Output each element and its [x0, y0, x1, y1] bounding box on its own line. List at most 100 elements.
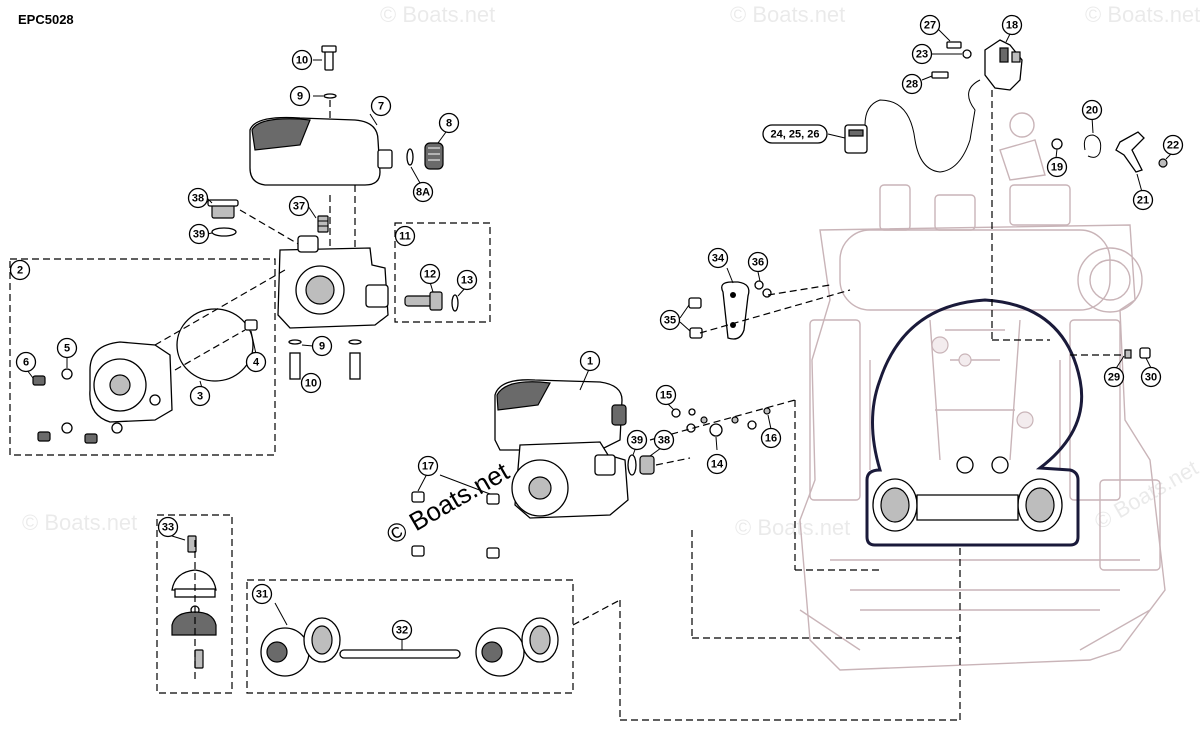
callout-6: 6 [15, 351, 37, 373]
callout-1: 1 [579, 350, 601, 372]
callout-8: 8 [438, 112, 460, 134]
part-38-plug-left [207, 199, 239, 219]
callout-label: 4 [253, 357, 260, 369]
part-14-15-16-seals [671, 407, 771, 437]
callout-label: 39 [631, 435, 643, 447]
callout-label: 13 [461, 275, 473, 287]
callout-label: 39 [193, 229, 205, 241]
callout-10: 10 [291, 49, 313, 71]
part-33-assembly [171, 535, 217, 680]
callout-label: 19 [1051, 162, 1063, 174]
callout-39: 39 [188, 223, 210, 245]
callout-label: 11 [399, 231, 411, 243]
watermark-left: © Boats.net [22, 510, 137, 535]
callout-15: 15 [655, 384, 677, 406]
diagram-code: EPC5028 [18, 12, 74, 27]
watermark-mid-right: © Boats.net [735, 515, 850, 540]
part-27-bolt [946, 41, 962, 49]
part-10-bolt-right [349, 352, 361, 380]
callout-label: 17 [422, 461, 434, 473]
callout-17: 17 [417, 455, 439, 477]
watermark-top-center: © Boats.net [380, 2, 495, 27]
detail-throttle-bodies [872, 319, 1063, 532]
callout-27: 27 [919, 14, 941, 36]
part-12-valve [404, 291, 443, 311]
callout-label: 22 [1167, 140, 1179, 152]
callout-label: 5 [64, 343, 70, 355]
part-5-washer-lower-2 [111, 422, 123, 434]
callout-20: 20 [1081, 99, 1103, 121]
detail-callout-outline [865, 298, 1084, 547]
callout-label: 34 [712, 253, 725, 265]
part-7-cover [249, 116, 393, 186]
callout-label: 2 [17, 265, 23, 277]
part-34-bracket [721, 281, 750, 340]
callout-8A: 8A [412, 181, 434, 203]
engine-block-background [799, 112, 1166, 671]
callout-label: 31 [256, 589, 268, 601]
part-30-nut [1139, 347, 1151, 359]
part-6-screw [32, 375, 46, 386]
callout-label: 37 [293, 201, 305, 213]
callout-2: 2 [9, 259, 31, 281]
part-23-clip [962, 49, 972, 59]
callout-23: 23 [911, 43, 933, 65]
callout-4: 4 [245, 351, 267, 373]
callout-label: 18 [1006, 20, 1018, 32]
part-pump-cover [89, 341, 173, 423]
callout-label: 10 [305, 378, 317, 390]
part-8A-o-ring [406, 148, 414, 166]
callout-38: 38 [187, 187, 209, 209]
callout-32: 32 [391, 619, 413, 641]
callout-21: 21 [1132, 189, 1154, 211]
part-39-seal-left [211, 227, 237, 237]
part-21-lever [1115, 131, 1145, 173]
callout-3: 3 [189, 385, 211, 407]
callout-28: 28 [901, 73, 923, 95]
callout-label: 16 [765, 433, 777, 445]
callout-label: 28 [906, 79, 918, 91]
watermark-top-far-right: © Boats.net [1085, 2, 1200, 27]
part-5-washer-lower [61, 422, 73, 434]
callout-label: 20 [1086, 105, 1098, 117]
callout-19: 19 [1046, 156, 1068, 178]
part-37-screw [317, 215, 329, 233]
callout-label: 32 [396, 625, 408, 637]
callout-18: 18 [1001, 14, 1023, 36]
callout-label: 21 [1137, 195, 1149, 207]
group-box-33 [156, 514, 233, 694]
part-3-gasket [176, 308, 254, 382]
callout-38: 38 [653, 429, 675, 451]
callout-16: 16 [760, 427, 782, 449]
part-9-washer-left [288, 339, 302, 345]
callout-24-25-26: 24, 25, 26 [762, 124, 828, 144]
callout-label: 38 [192, 193, 204, 205]
part-31-throttle-bodies [260, 617, 559, 677]
part-29-washer [1124, 349, 1132, 359]
callout-label: 6 [23, 357, 29, 369]
part-10-bolt-left [289, 352, 301, 380]
callout-35: 35 [659, 309, 681, 331]
callout-label: 30 [1145, 372, 1157, 384]
part-1-pump-assembly [494, 379, 629, 519]
callout-label: 33 [162, 522, 174, 534]
callout-label: 1 [587, 356, 593, 368]
callout-label: 8 [446, 118, 452, 130]
part-36-seal-b [762, 288, 772, 298]
callout-29: 29 [1103, 366, 1125, 388]
callout-12: 12 [419, 263, 441, 285]
part-18-sensor-harness [844, 39, 1023, 173]
callout-37: 37 [288, 195, 310, 217]
part-9-washer-right [348, 339, 362, 345]
callout-label: 14 [711, 459, 724, 471]
callout-label: 10 [296, 55, 308, 67]
callout-30: 30 [1140, 366, 1162, 388]
callout-36: 36 [747, 251, 769, 273]
group-box-11 [394, 222, 491, 323]
callout-label: 35 [664, 315, 676, 327]
callout-11: 11 [394, 225, 416, 247]
callout-label: 7 [378, 101, 384, 113]
part-28-bolt [931, 71, 949, 79]
